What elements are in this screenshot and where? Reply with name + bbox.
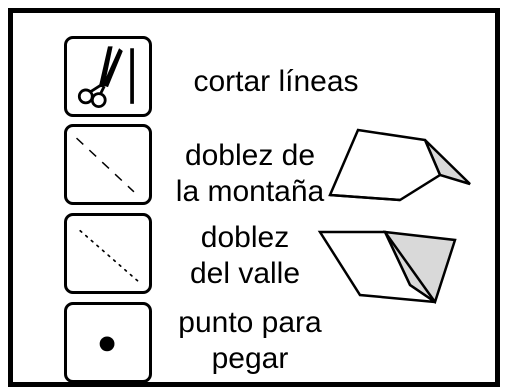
glue-dot-label-line-2: pegar [211, 342, 289, 375]
mountain-fold-label: doblez de la montaña [160, 138, 340, 210]
cut-lines-label: cortar líneas [176, 64, 376, 100]
glue-dot-icon [99, 336, 115, 352]
valley-fold-icon-box [64, 213, 152, 294]
valley-fold-line-icon [79, 229, 139, 282]
legend-frame [8, 8, 500, 387]
scissors-icon [77, 46, 134, 108]
mountain-fold-illustration [328, 128, 471, 202]
mountain-fold-label-line-2: la montaña [175, 175, 325, 208]
glue-dot-icon-box [64, 302, 152, 383]
glue-dot-label-line-1: punto para [178, 306, 322, 339]
valley-fold-illustration [317, 230, 457, 304]
cut-lines-icon-box [64, 36, 152, 117]
mountain-fold-icon-box [64, 124, 152, 205]
valley-fold-label-line-2: del valle [189, 257, 301, 290]
glue-dot-label: punto para pegar [160, 305, 340, 377]
valley-fold-label-line-1: doblez [200, 221, 290, 254]
mountain-fold-label-line-1: doblez de [184, 139, 316, 172]
cut-lines-label-line-1: cortar líneas [193, 65, 359, 98]
valley-fold-label: doblez del valle [170, 220, 320, 292]
mountain-fold-line-icon [76, 137, 135, 193]
